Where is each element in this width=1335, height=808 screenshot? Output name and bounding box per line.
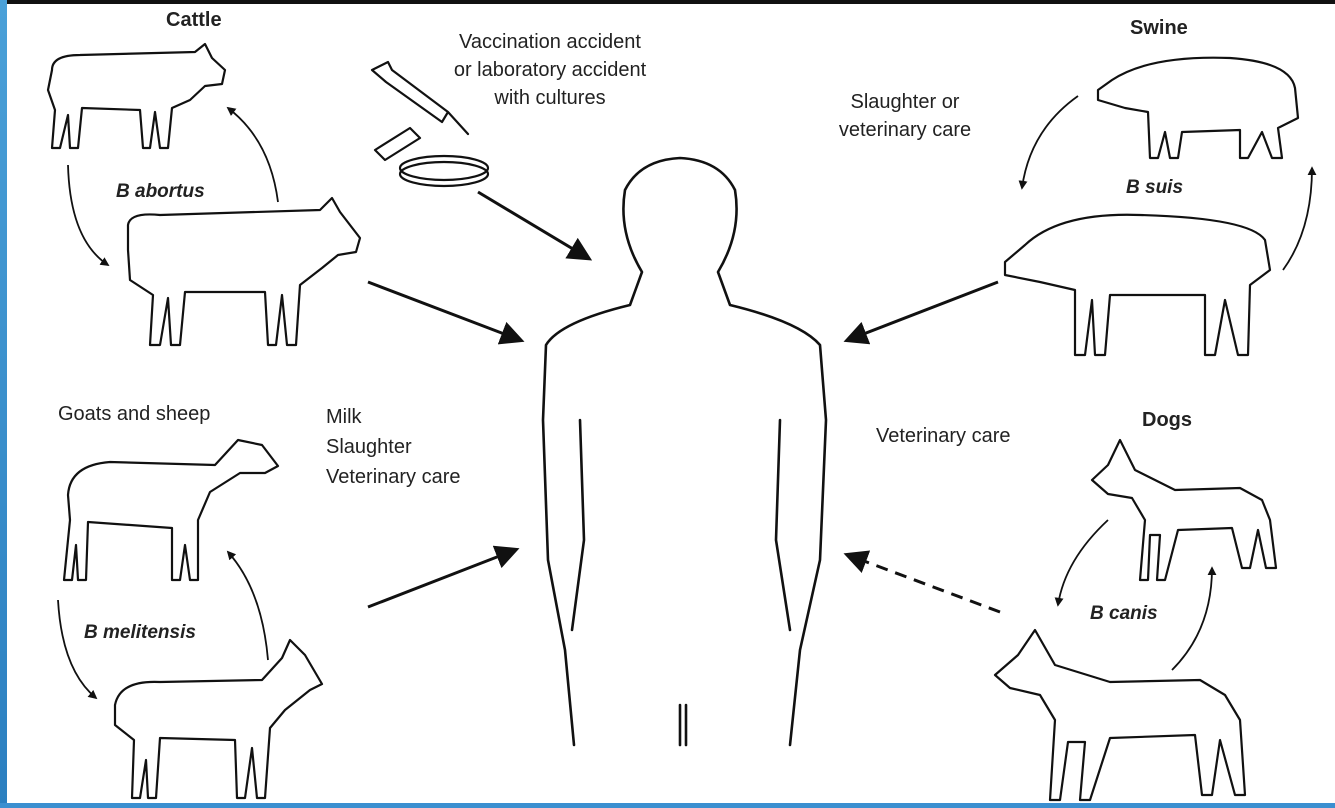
pig-icon: [1005, 215, 1270, 355]
goat-icon: [115, 640, 322, 798]
arrow-swine-to-human: [848, 282, 998, 340]
swine-group: [1005, 58, 1312, 355]
human-silhouette: [543, 158, 826, 745]
route-goats-line1: Milk: [326, 405, 362, 429]
arrow-lab-to-human: [478, 192, 588, 258]
slide-icon: [375, 128, 420, 160]
route-goats-line3: Veterinary care: [326, 465, 461, 489]
goats-species-label: B melitensis: [84, 621, 196, 645]
human-right-arm-line: [776, 420, 790, 630]
arrow-goats-to-human: [368, 550, 515, 607]
cow-icon: [128, 198, 360, 345]
route-swine-line1: Slaughter or: [800, 90, 1010, 114]
route-dogs-label: Veterinary care: [876, 424, 1011, 448]
human-leg-gap: [680, 705, 686, 745]
goats-label: Goats and sheep: [58, 402, 210, 426]
route-goats-line2: Slaughter: [326, 435, 412, 459]
dog-icon: [1092, 440, 1276, 580]
pig-icon: [1098, 58, 1298, 158]
arrow-dogs-to-human: [848, 555, 1000, 612]
route-swine-line2: veterinary care: [800, 118, 1010, 142]
dogs-label: Dogs: [1142, 408, 1192, 432]
cow-icon: [48, 44, 225, 148]
sheep-icon: [64, 440, 278, 580]
route-lab-line3: with cultures: [420, 86, 680, 110]
goats-group: [58, 440, 322, 798]
dogs-species-label: B canis: [1090, 602, 1158, 626]
route-lab-line1: Vaccination accident: [420, 30, 680, 54]
cattle-label: Cattle: [166, 8, 222, 32]
petri-dish-icon: [400, 162, 488, 186]
swine-species-label: B suis: [1126, 176, 1183, 200]
human-left-arm-line: [572, 420, 584, 630]
swine-label: Swine: [1130, 16, 1188, 40]
cattle-species-label: B abortus: [116, 180, 205, 204]
route-lab-line2: or laboratory accident: [420, 58, 680, 82]
arrow-cattle-to-human: [368, 282, 520, 340]
dog-icon: [995, 630, 1245, 800]
